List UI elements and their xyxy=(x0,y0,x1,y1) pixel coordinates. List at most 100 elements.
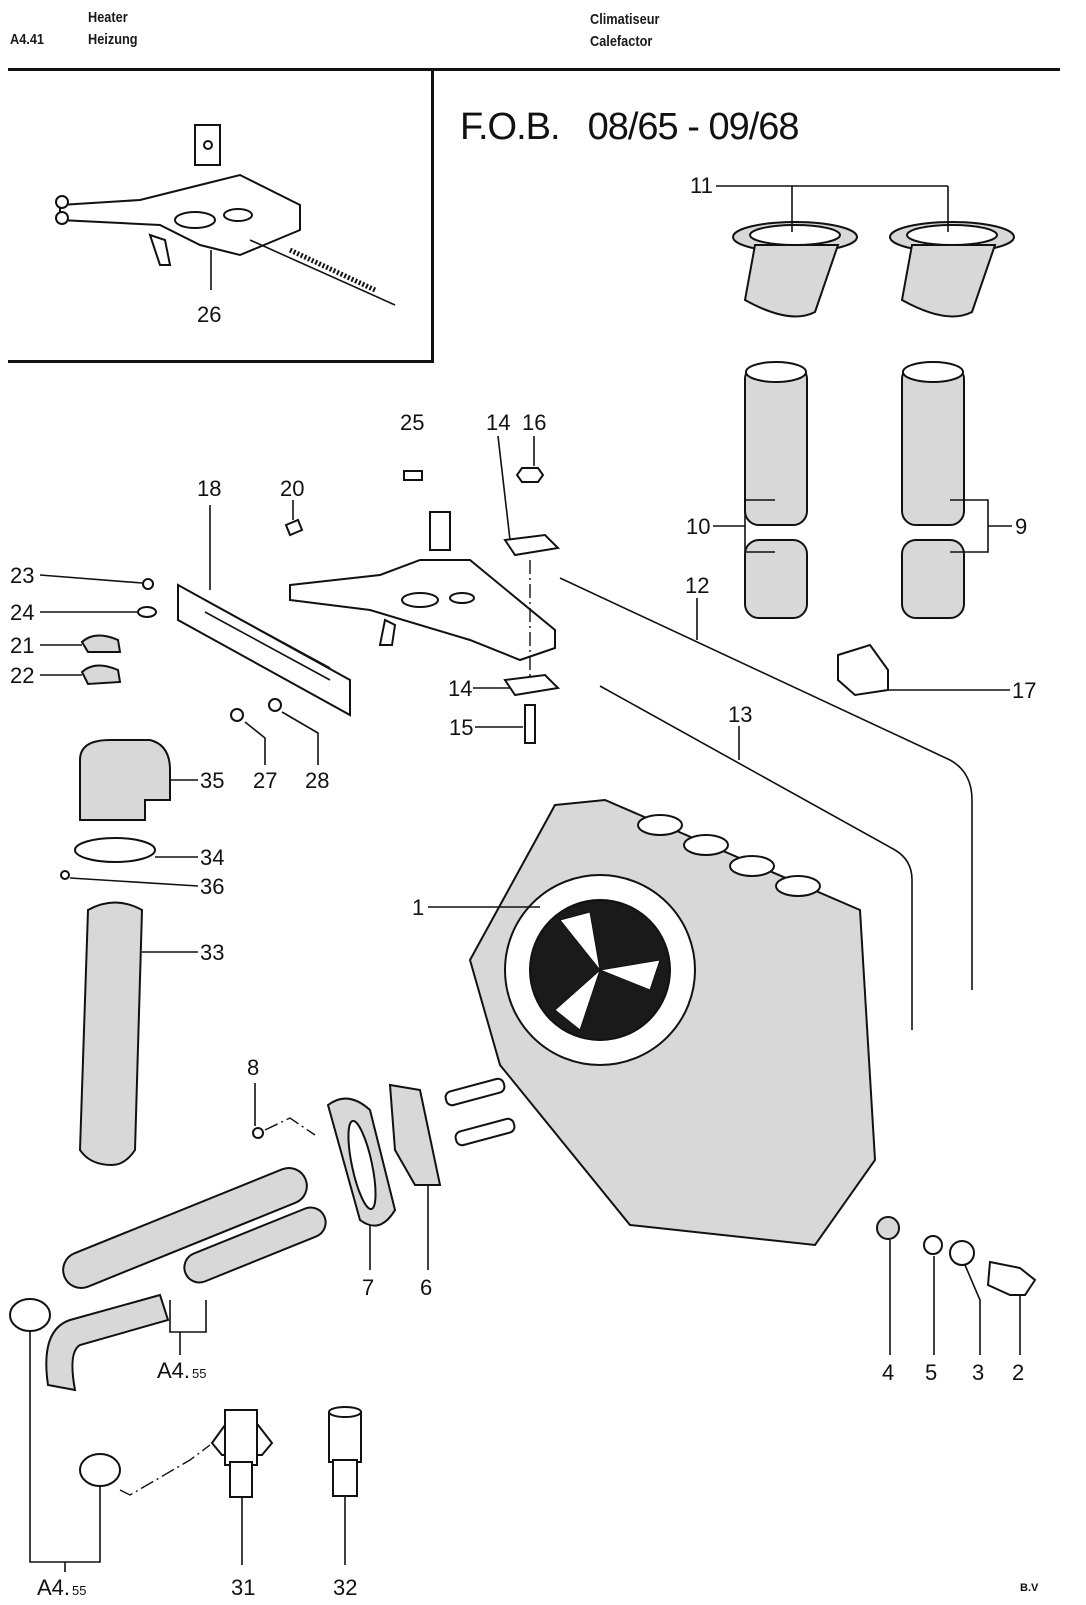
callout-27: 27 xyxy=(253,768,277,793)
air-outlet-right xyxy=(889,221,1015,318)
callout-26: 26 xyxy=(197,302,221,327)
illustrator-initials: B.V xyxy=(1020,1582,1039,1594)
hose-clamp-34 xyxy=(74,837,156,863)
callout-14-lower: 14 xyxy=(448,676,472,701)
washer-28 xyxy=(268,698,282,712)
callout-32: 32 xyxy=(333,1575,357,1600)
heater-valve-31 xyxy=(210,1409,274,1498)
spring-25 xyxy=(403,470,423,481)
screw-20 xyxy=(284,518,304,537)
leader-28 xyxy=(281,711,319,765)
bellows-hose-left-lower xyxy=(744,539,808,619)
assembly-line-31 xyxy=(119,1444,211,1496)
spacer-5 xyxy=(923,1235,943,1255)
air-outlet-left xyxy=(732,221,858,318)
control-lever-assembly xyxy=(289,511,556,662)
callout-16: 16 xyxy=(522,410,546,435)
grommet-4 xyxy=(876,1216,900,1240)
leader-3 xyxy=(964,1264,981,1355)
production-period-title: F.O.B. 08/65 - 09/68 xyxy=(460,106,800,149)
leader-23 xyxy=(39,574,143,584)
elbow-hose-35 xyxy=(79,739,171,821)
callout-9: 9 xyxy=(1015,514,1027,539)
leader-9 xyxy=(950,499,1012,553)
callout-13: 13 xyxy=(728,702,752,727)
callout-5: 5 xyxy=(925,1360,937,1385)
heater-hose-bent xyxy=(45,1293,170,1392)
screw-27 xyxy=(230,708,244,722)
reference-clamps: A4.55 xyxy=(37,1575,87,1600)
callout-4: 4 xyxy=(882,1360,894,1385)
callout-7: 7 xyxy=(362,1275,374,1300)
knob-21 xyxy=(80,634,122,653)
bellows-hose-right-lower xyxy=(901,539,965,619)
callout-28: 28 xyxy=(305,768,329,793)
title-spanish: Calefactor xyxy=(590,33,653,50)
fob-label: F.O.B. xyxy=(460,106,561,148)
date-range: 08/65 - 09/68 xyxy=(587,106,800,148)
screw-36 xyxy=(60,870,70,880)
callout-35: 35 xyxy=(200,768,224,793)
knob-22 xyxy=(80,664,122,686)
washer-24 xyxy=(137,606,157,618)
inset-frame xyxy=(8,70,434,363)
callout-34: 34 xyxy=(200,845,224,870)
leader-36 xyxy=(69,877,199,887)
callout-6: 6 xyxy=(420,1275,432,1300)
leader-hoses-ref xyxy=(169,1300,207,1355)
callout-23: 23 xyxy=(10,563,34,588)
leader-clamps-ref xyxy=(29,1331,101,1572)
callout-10: 10 xyxy=(686,514,710,539)
gasket-6 xyxy=(388,1083,442,1186)
bellows-hose-right-upper xyxy=(901,361,965,526)
leader-10 xyxy=(713,499,775,553)
inset-control-assembly xyxy=(55,124,396,306)
callout-15: 15 xyxy=(449,715,473,740)
heater-hose-upper xyxy=(62,1167,308,1289)
callout-31: 31 xyxy=(231,1575,255,1600)
page-code: A4.41 xyxy=(10,31,45,48)
hose-clamp-left xyxy=(9,1298,51,1332)
reference-hoses: A4.55 xyxy=(157,1358,207,1383)
control-cable-12 xyxy=(559,577,973,990)
header-divider xyxy=(8,68,1060,71)
callout-1: 1 xyxy=(412,895,424,920)
title-french: Climatiseur xyxy=(590,11,660,28)
clip-14-lower xyxy=(503,673,561,697)
nut-16 xyxy=(515,467,545,483)
title-english: Heater xyxy=(88,9,128,26)
callout-18: 18 xyxy=(197,476,221,501)
leader-27 xyxy=(244,721,266,765)
callout-22: 22 xyxy=(10,663,34,688)
defroster-hose-33 xyxy=(78,901,144,1167)
callout-25: 25 xyxy=(400,410,424,435)
bolt-15 xyxy=(524,704,536,744)
leader-11 xyxy=(716,185,949,232)
callout-8: 8 xyxy=(247,1055,259,1080)
callout-17: 17 xyxy=(1012,678,1036,703)
screw-8 xyxy=(252,1127,264,1139)
clip-14-upper xyxy=(503,533,561,557)
callout-2: 2 xyxy=(1012,1360,1024,1385)
callout-33: 33 xyxy=(200,940,224,965)
bezel-18 xyxy=(177,583,351,717)
bolt-2 xyxy=(986,1260,1037,1296)
callout-12: 12 xyxy=(685,573,709,598)
callout-21: 21 xyxy=(10,633,34,658)
clip-17 xyxy=(837,643,889,697)
callout-11: 11 xyxy=(690,173,713,198)
heater-hose-middle xyxy=(183,1206,327,1284)
heater-housing-1 xyxy=(444,798,877,1247)
title-german: Heizung xyxy=(88,31,138,48)
screw-23 xyxy=(142,578,154,590)
hose-connector-32 xyxy=(328,1406,362,1497)
hose-clamp-lower xyxy=(79,1453,121,1487)
callout-14-upper: 14 xyxy=(486,410,510,435)
leader-14-upper xyxy=(497,435,511,541)
washer-3 xyxy=(949,1240,975,1266)
callout-36: 36 xyxy=(200,874,224,899)
control-cable-13 xyxy=(599,685,913,1030)
callout-24: 24 xyxy=(10,600,34,625)
callout-3: 3 xyxy=(972,1360,984,1385)
